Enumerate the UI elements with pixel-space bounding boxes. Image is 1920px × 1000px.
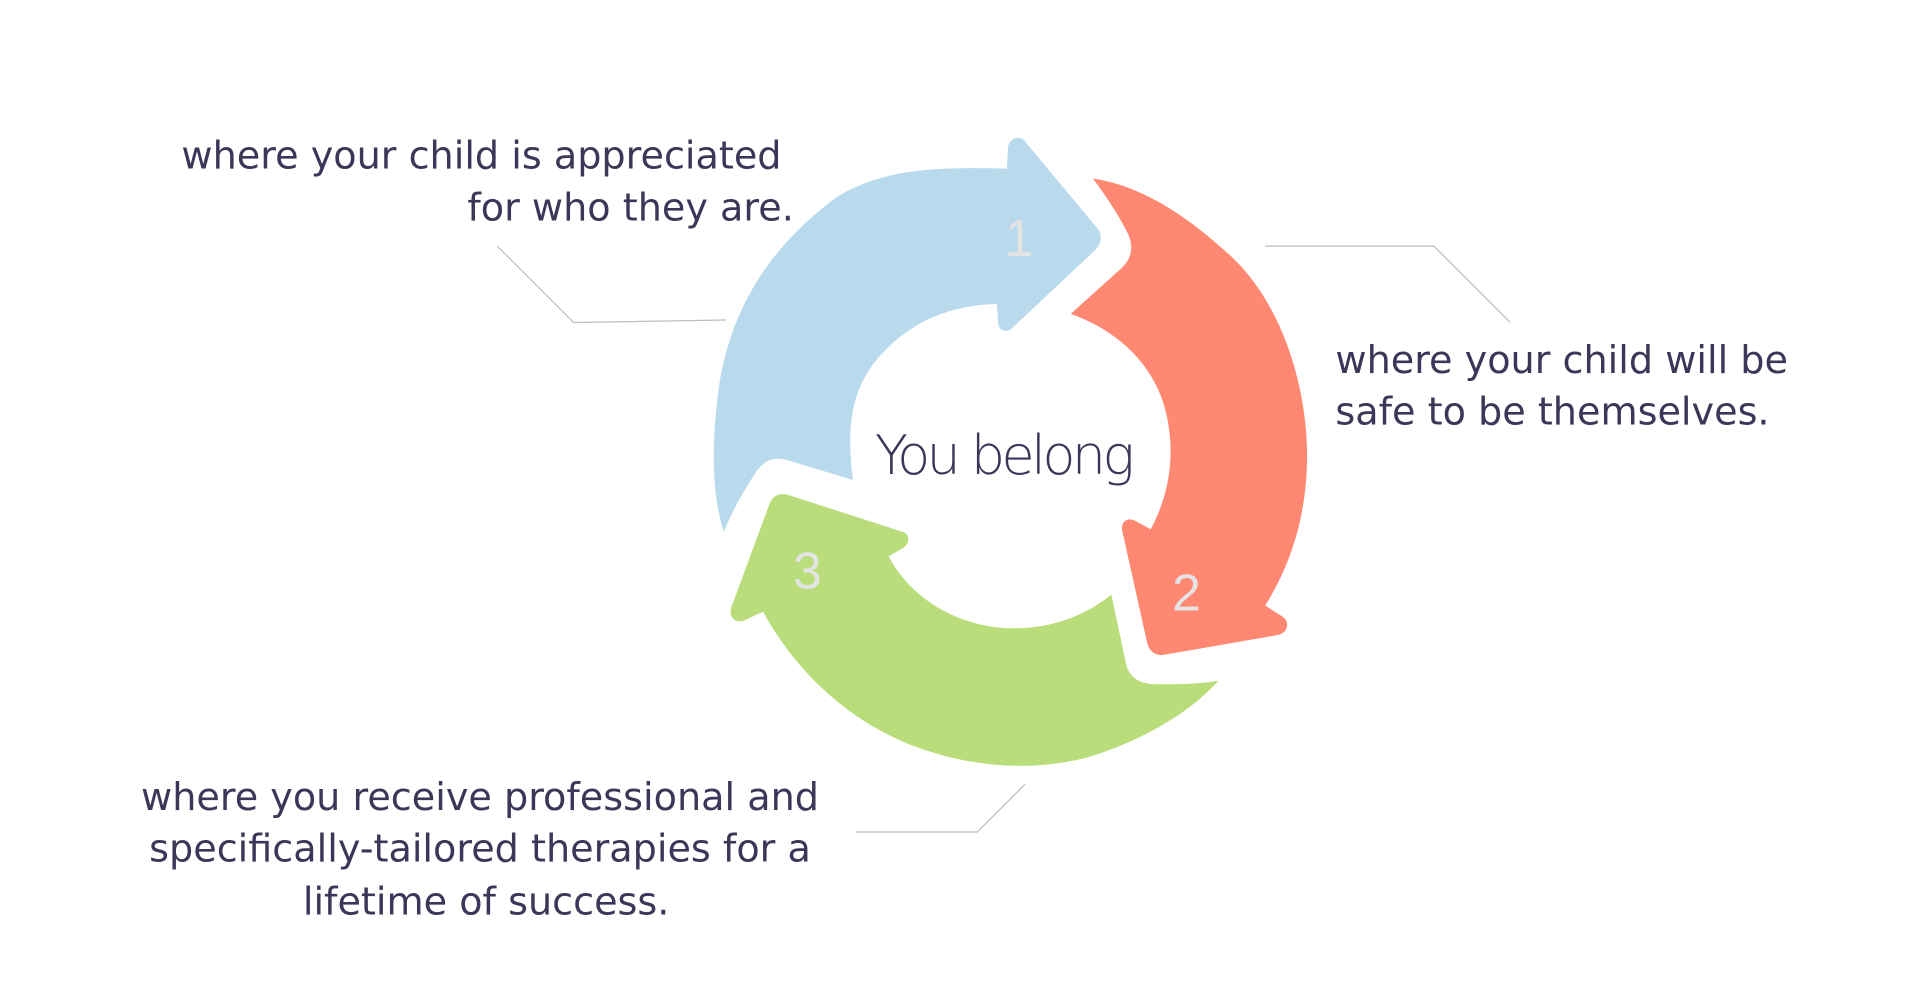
step-1-caption-line-1: where your child is appreciated: [181, 134, 781, 178]
step-3-caption-line-2: specifically-tailored therapies for a: [149, 827, 811, 871]
step-3-number: 3: [793, 541, 822, 599]
step-3-caption-line-3: lifetime of success.: [303, 879, 670, 923]
step-2-number: 2: [1172, 563, 1201, 621]
leader-line-2: [1265, 245, 1511, 323]
arrow-step-3: [730, 494, 1219, 766]
step-2-caption-line-1: where your child will be: [1335, 338, 1788, 382]
center-label: You belong: [875, 424, 1131, 487]
step-2-caption-line-2: safe to be themselves.: [1335, 390, 1769, 434]
step-1-number: 1: [1005, 209, 1034, 267]
leader-line-3: [855, 783, 1026, 833]
leader-line-1: [496, 245, 727, 324]
step-3-caption-line-1: where you receive professional and: [141, 775, 819, 819]
arrow-step-1: [713, 137, 1101, 532]
step-1-caption-line-2: for who they are.: [467, 185, 793, 229]
arrow-step-2: [1070, 178, 1308, 655]
